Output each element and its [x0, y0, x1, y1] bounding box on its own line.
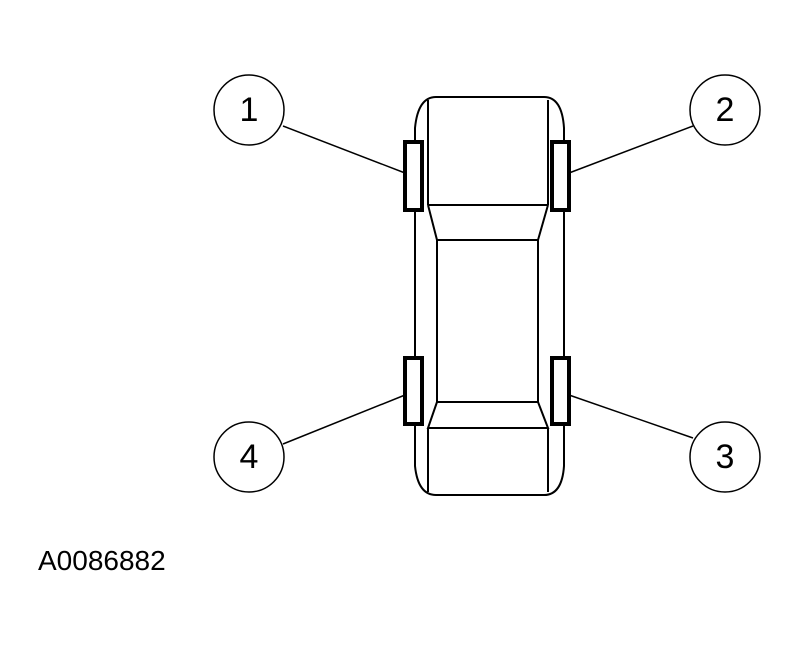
vehicle-top-view	[414, 96, 565, 496]
callout-label-3: 3	[716, 438, 735, 476]
callout-3: 3	[689, 421, 761, 493]
callout-circle	[213, 421, 285, 493]
callout-1: 1	[213, 74, 285, 146]
callout-label-1: 1	[240, 91, 259, 129]
wheel-rear-left	[403, 356, 424, 426]
callout-circle	[213, 74, 285, 146]
callout-label-2: 2	[716, 91, 735, 129]
leader-line-1	[282, 125, 406, 174]
callout-2: 2	[689, 74, 761, 146]
callout-circle	[689, 421, 761, 493]
callout-label-4: 4	[240, 438, 259, 476]
roof	[436, 239, 539, 403]
vehicle-body-outline	[414, 96, 565, 496]
wheel-rear-right	[550, 356, 571, 426]
rear-window	[426, 401, 550, 429]
figure-reference-code: A0086882	[38, 545, 166, 576]
leader-line-4	[282, 394, 406, 445]
wheel-front-left	[403, 140, 424, 212]
windshield	[427, 204, 549, 241]
wheels	[403, 140, 571, 426]
wheel-front-right	[550, 140, 571, 212]
leader-line-2	[568, 125, 694, 174]
leader-lines	[282, 125, 694, 445]
callout-circle	[689, 74, 761, 146]
callout-4: 4	[213, 421, 285, 493]
leader-line-3	[568, 394, 694, 439]
